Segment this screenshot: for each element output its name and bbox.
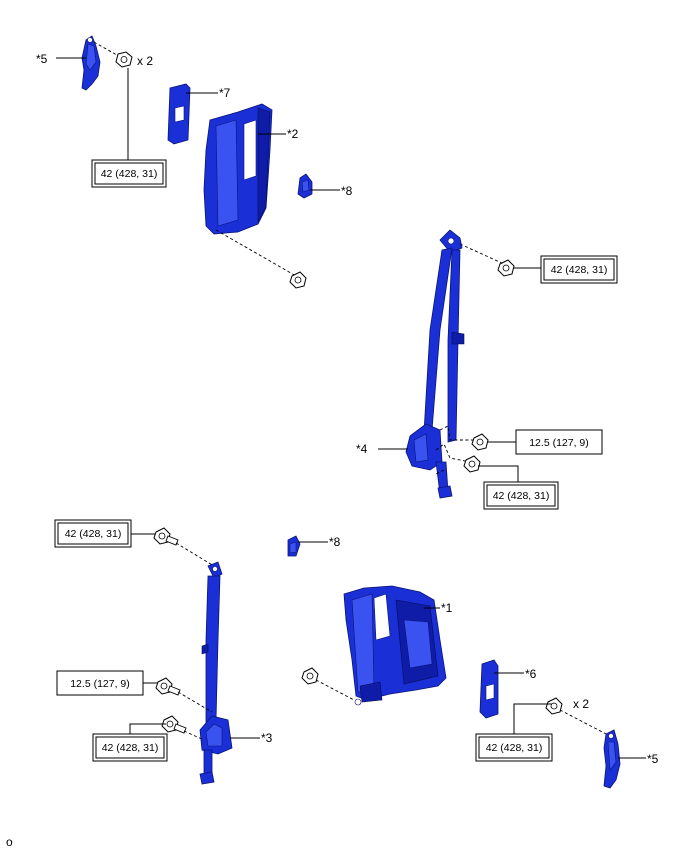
callout-8-lower: *8 bbox=[329, 535, 341, 549]
part-3-seat-belt-assembly bbox=[199, 561, 233, 785]
svg-text:42 (428, 31): 42 (428, 31) bbox=[101, 168, 158, 180]
callout-6: *6 bbox=[525, 667, 537, 681]
part-4-seat-belt-assembly bbox=[405, 229, 465, 499]
bolt-icon bbox=[153, 527, 179, 546]
torque-box-lower-anchor-lower: 42 (428, 31) bbox=[92, 733, 168, 762]
bolt-icon bbox=[155, 677, 181, 696]
callout-7: *7 bbox=[219, 86, 231, 100]
quantity-label-top: x 2 bbox=[137, 54, 153, 68]
callout-8-top: *8 bbox=[341, 184, 353, 198]
torque-box-top-left: 42 (428, 31) bbox=[91, 159, 167, 188]
part-6-cover bbox=[479, 659, 499, 719]
bolt-icon bbox=[471, 433, 489, 451]
part-5-bracket-lower bbox=[603, 729, 621, 789]
callout-5-top: *5 bbox=[36, 52, 48, 66]
diagram-code: o bbox=[6, 835, 13, 849]
bolt-icon bbox=[545, 697, 563, 715]
part-1-lower-pillar-trim bbox=[343, 585, 447, 706]
svg-text:12.5 (127, 9): 12.5 (127, 9) bbox=[70, 678, 130, 690]
bolt-icon bbox=[115, 51, 133, 68]
torque-box-retractor-upper: 12.5 (127, 9) bbox=[515, 429, 603, 455]
svg-text:42 (428, 31): 42 (428, 31) bbox=[102, 742, 159, 754]
svg-text:42 (428, 31): 42 (428, 31) bbox=[551, 264, 608, 276]
torque-box-anchor-lower: 42 (428, 31) bbox=[54, 519, 132, 548]
part-2-upper-pillar-trim bbox=[203, 103, 273, 235]
callout-5-lower: *5 bbox=[647, 752, 659, 766]
bolt-icon bbox=[161, 715, 187, 734]
svg-text:12.5 (127, 9): 12.5 (127, 9) bbox=[529, 437, 589, 449]
callout-4: *4 bbox=[356, 442, 368, 456]
svg-text:42 (428, 31): 42 (428, 31) bbox=[65, 528, 122, 540]
quantity-label-lower: x 2 bbox=[573, 697, 589, 711]
svg-text:42 (428, 31): 42 (428, 31) bbox=[493, 490, 550, 502]
torque-box-bottom-right: 42 (428, 31) bbox=[475, 733, 553, 762]
part-8-clip-top bbox=[297, 173, 313, 199]
callout-3: *3 bbox=[261, 731, 273, 745]
torque-box-retractor-lower: 12.5 (127, 9) bbox=[56, 670, 144, 696]
bolt-icon bbox=[497, 259, 515, 277]
bolt-icon bbox=[463, 455, 481, 473]
torque-box-anchor-upper: 42 (428, 31) bbox=[540, 255, 618, 284]
screw-icon bbox=[301, 667, 319, 685]
part-8-clip-lower bbox=[287, 535, 301, 557]
part-5-bracket-top bbox=[81, 35, 101, 91]
callout-2: *2 bbox=[287, 127, 299, 141]
callout-1: *1 bbox=[441, 601, 453, 615]
torque-box-lower-anchor-upper: 42 (428, 31) bbox=[483, 481, 559, 510]
svg-text:42 (428, 31): 42 (428, 31) bbox=[486, 742, 543, 754]
screw-icon bbox=[289, 271, 307, 289]
part-7-cover bbox=[167, 83, 191, 145]
